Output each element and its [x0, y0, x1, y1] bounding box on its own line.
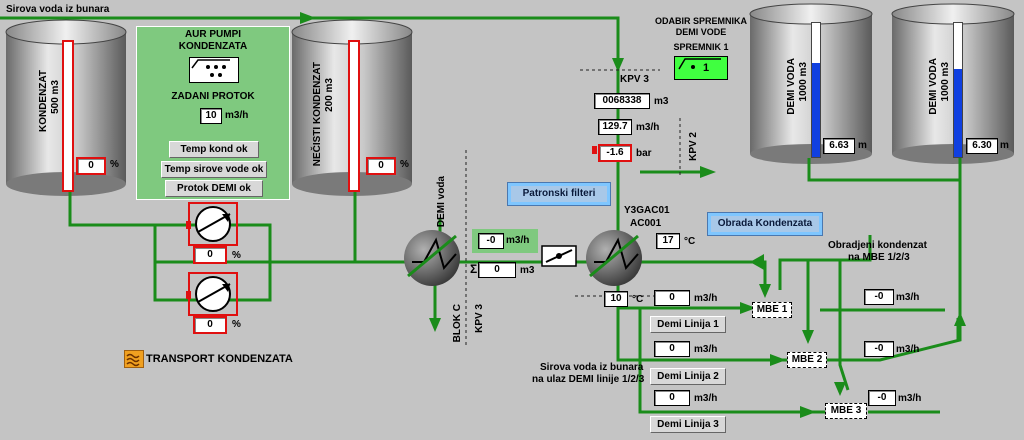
kpv3-flow-unit: m3/h — [636, 122, 660, 133]
spremnik-select-button[interactable]: 1 — [674, 56, 728, 80]
tank-kondenzat-level-value: 0 — [76, 157, 106, 175]
demi-line2-flow-value: 0 — [654, 341, 690, 357]
top-line-label: Sirova voda iz bunara — [6, 4, 110, 15]
tank-demi1-capacity: 1000 m3 — [798, 62, 809, 102]
tank-kondenzat-name: KONDENZAT — [38, 70, 49, 133]
demi-linija-2-button[interactable]: Demi Linija 2 — [650, 368, 726, 385]
spremnik-title-line1: ODABIR SPREMNIKA — [654, 16, 747, 26]
mbe1-flow-value: -0 — [864, 289, 894, 305]
tank-demi1-level-bar — [811, 22, 821, 158]
dots-icon — [191, 59, 230, 77]
pump1-value: 0 — [193, 246, 227, 264]
obrada-kondenzata-button[interactable]: Obrada Kondenzata — [707, 212, 823, 236]
tank-demi2-level-value: 6.30 — [966, 138, 998, 154]
hx1-flow-unit: m3/h — [506, 235, 530, 246]
transport-kondenzata-label: TRANSPORT KONDENZATA — [146, 353, 293, 365]
kpv3-pressure-unit: bar — [636, 148, 652, 159]
demi-line1-flow-unit: m3/h — [694, 293, 718, 304]
kpv3-total-value: 0068338 — [594, 93, 650, 109]
mbe2-unit[interactable]: MBE 2 — [787, 352, 827, 368]
kpv3-flow-value: 129.7 — [598, 119, 632, 135]
hx2-temp-top-value: 17 — [656, 233, 680, 249]
patronski-filteri-button[interactable]: Patronski filteri — [507, 182, 611, 206]
obradjeni-label-line1: Obradjeni kondenzat — [828, 240, 927, 251]
transport-kondenzata-icon[interactable] — [124, 350, 144, 368]
hx1-kpv-label: KPV 3 — [474, 304, 485, 333]
mbe2-flow-unit: m3/h — [896, 344, 920, 355]
kpv3-pressure-value: -1.6 — [598, 144, 632, 162]
protok-demi-ok-button[interactable]: Protok DEMI ok — [165, 180, 263, 197]
mbe3-flow-unit: m3/h — [898, 393, 922, 404]
mbe1-unit[interactable]: MBE 1 — [752, 302, 792, 318]
temp-sirove-ok-button[interactable]: Temp sirove vode ok — [161, 161, 267, 178]
demi-line3-flow-unit: m3/h — [694, 393, 718, 404]
demi-linija-1-button[interactable]: Demi Linija 1 — [650, 316, 726, 333]
hx2-temp-bottom-unit: °C — [632, 294, 644, 305]
kpv3-pressure-marker — [592, 146, 597, 154]
pump2-unit: % — [232, 319, 241, 330]
sirova-ulaz-line2: na ulaz DEMI linije 1/2/3 — [532, 374, 645, 385]
spremnik-label: SPREMNIK 1 — [673, 42, 729, 52]
selector-icon — [678, 58, 721, 70]
kpv3-label: KPV 3 — [620, 74, 649, 85]
hx2-temp-top-unit: °C — [684, 236, 696, 247]
hx1-demi-label: DEMI voda — [436, 176, 447, 228]
tank-kondenzat-capacity: 500 m3 — [50, 80, 61, 114]
tank-demi2-level-bar — [953, 22, 963, 158]
tank-kondenzat-level-bar — [62, 40, 74, 192]
kpv2-label: KPV 2 — [688, 132, 699, 161]
tank-demi2-level-unit: m — [1000, 140, 1009, 151]
pump-1[interactable] — [186, 202, 238, 246]
hx1-sum-unit: m3 — [520, 265, 535, 276]
demi-line1-flow-value: 0 — [654, 290, 690, 306]
demi-line3-flow-value: 0 — [654, 390, 690, 406]
aur-setpoint-label: ZADANI PROTOK — [171, 91, 255, 102]
tank-necisti-level-bar — [348, 40, 360, 192]
tank-demi1-name: DEMI VODA — [786, 58, 797, 115]
hx1-sum-symbol: Σ — [470, 262, 478, 276]
tank-demi1-level-value: 6.63 — [823, 138, 855, 154]
mbe3-unit[interactable]: MBE 3 — [825, 403, 867, 419]
spremnik-value: 1 — [703, 62, 710, 74]
tank-kondenzat-level-unit: % — [110, 159, 119, 170]
heat-exchanger-1 — [404, 230, 460, 286]
hx1-sum-value: 0 — [478, 262, 516, 278]
aur-setpoint-input[interactable]: 10 — [200, 108, 222, 124]
tank-necisti-level-value: 0 — [366, 157, 396, 175]
tank-demi1-level-unit: m — [858, 140, 867, 151]
mbe1-flow-unit: m3/h — [896, 292, 920, 303]
aur-title-line1: AUR PUMPI — [184, 29, 242, 40]
hx2-tag2: AC001 — [630, 218, 662, 229]
aur-mode-button[interactable] — [189, 57, 239, 83]
tank-necisti-level-unit: % — [400, 159, 409, 170]
flow-arrows — [300, 12, 966, 418]
temp-kond-ok-button[interactable]: Temp kond ok — [169, 141, 259, 158]
valve[interactable] — [541, 245, 577, 267]
pump1-unit: % — [232, 250, 241, 261]
pump2-value: 0 — [193, 316, 227, 334]
obradjeni-label-line2: na MBE 1/2/3 — [848, 252, 910, 263]
tank-demi2-name: DEMI VODA — [928, 58, 939, 115]
aur-setpoint-unit: m3/h — [225, 110, 249, 121]
hx2-temp-bottom-value: 10 — [604, 291, 628, 307]
demi-linija-3-button[interactable]: Demi Linija 3 — [650, 416, 726, 433]
tank-demi2-capacity: 1000 m3 — [940, 62, 951, 102]
hx2-tag1: Y3GAC01 — [624, 205, 670, 216]
kpv3-total-unit: m3 — [654, 96, 669, 107]
tank-necisti-name: NEČISTI KONDENZAT — [312, 62, 323, 167]
hx1-flow-value: -0 — [478, 233, 504, 249]
demi-line2-flow-unit: m3/h — [694, 344, 718, 355]
sirova-ulaz-line1: Sirova voda iz bunara — [540, 362, 644, 373]
pump-2[interactable] — [186, 272, 238, 316]
heat-exchanger-2 — [586, 230, 642, 286]
mbe3-flow-value: -0 — [868, 390, 896, 406]
mbe2-flow-value: -0 — [864, 341, 894, 357]
hx1-blok-label: BLOK C — [452, 304, 463, 343]
hx1-flow-panel: -0 m3/h — [472, 229, 538, 253]
aur-pump-panel: AUR PUMPI KONDENZATA ZADANI PROTOK 10 m3… — [136, 26, 290, 200]
aur-title-line2: KONDENZATA — [178, 41, 248, 52]
tank-necisti-capacity: 200 m3 — [324, 78, 335, 112]
spremnik-title-line2: DEMI VODE — [675, 27, 727, 37]
